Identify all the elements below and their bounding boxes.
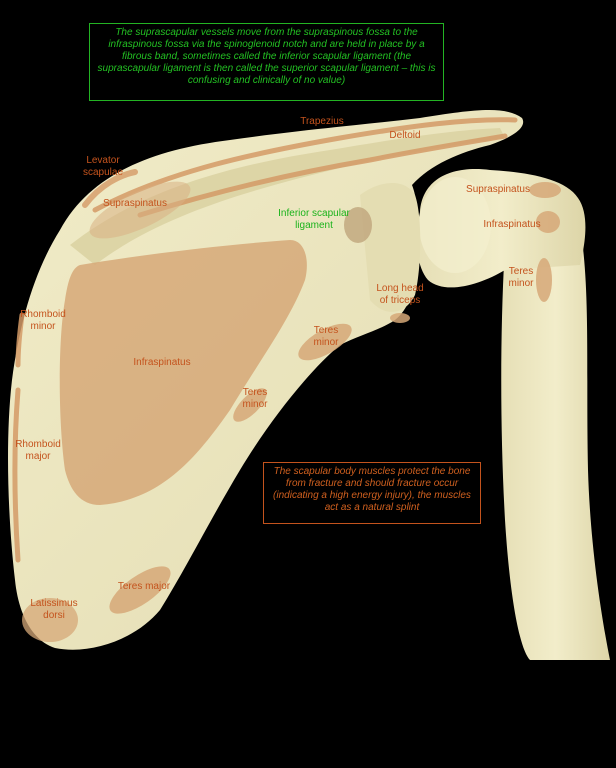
label-rhomboid-major: Rhomboid major (15, 439, 61, 462)
label-teres-major: Teres major (117, 581, 171, 592)
label-supraspinatus-humerus: Supraspinatus (466, 184, 530, 195)
label-latissimus-dorsi: Latissimus dorsi (30, 598, 78, 621)
humerus-shaft (501, 240, 610, 660)
label-teres-minor-upper: Teres minor (313, 325, 339, 348)
label-rhomboid-minor: Rhomboid minor (20, 309, 66, 332)
humerus-head-highlight (419, 177, 491, 273)
note-suprascapular-vessels: The suprascapular vessels move from the … (89, 23, 444, 101)
label-supraspinatus-scapula: Supraspinatus (103, 198, 167, 209)
label-deltoid: Deltoid (389, 130, 421, 141)
infraspinatus-humerus-area (536, 211, 560, 233)
teres-minor-lower-area (233, 388, 267, 422)
label-long-head-triceps: Long head of triceps (376, 283, 424, 306)
rhomboid-major-attachment (12, 387, 21, 563)
note-scapular-body-muscles: The scapular body muscles protect the bo… (263, 462, 481, 524)
teres-major-area (109, 566, 171, 614)
supraspinatus-fossa-area (89, 181, 191, 239)
spinoglenoid-notch (344, 207, 372, 243)
teres-minor-upper-area (298, 323, 352, 361)
trapezius-attachment (92, 117, 518, 213)
label-teres-minor-humerus: Teres minor (508, 266, 534, 289)
label-trapezius: Trapezius (300, 116, 344, 127)
label-infraspinatus-humerus: Infraspinatus (483, 219, 541, 230)
label-infraspinatus-fossa: Infraspinatus (133, 357, 191, 368)
levator-scapulae-attachment (82, 169, 138, 208)
label-teres-minor-lower: Teres minor (242, 387, 268, 410)
rhomboid-minor-attachment (15, 312, 25, 368)
deltoid-attachment (137, 133, 508, 218)
label-inferior-scapular-ligament: Inferior scapular ligament (278, 208, 350, 231)
triceps-long-head-area (390, 313, 410, 323)
teres-minor-humerus-area (536, 258, 552, 302)
label-levator-scapulae: Levator scapulae (82, 155, 124, 178)
supraspinatus-humerus-area (529, 182, 561, 198)
latissimus-dorsi-area (22, 598, 78, 642)
infraspinatus-attachment-area (59, 240, 307, 505)
glenoid-neck (360, 182, 421, 312)
